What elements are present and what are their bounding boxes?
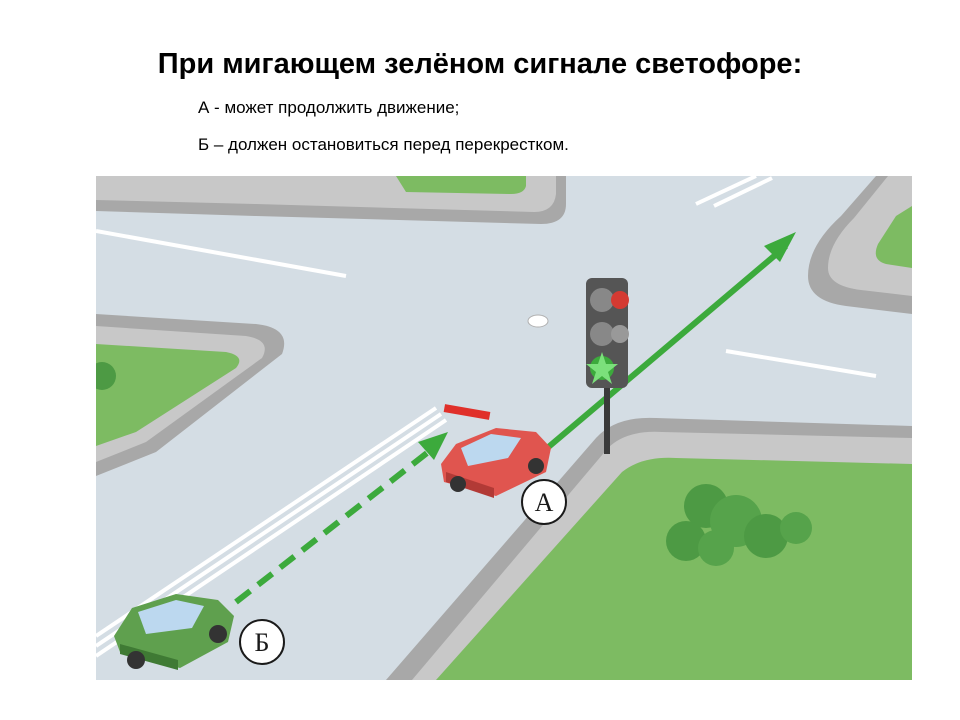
- option-a-text: А - может продолжить движение;: [198, 98, 460, 117]
- stop-line: [443, 404, 491, 420]
- manhole: [527, 314, 549, 328]
- page-title: При мигающем зелёном сигнале светофоре:: [157, 48, 803, 80]
- car-b: [114, 594, 234, 670]
- car-a-label-badge: А: [521, 479, 567, 525]
- direction-arrow-icon: [234, 232, 796, 605]
- car-b-label: Б: [255, 628, 270, 657]
- left-corner: [96, 314, 285, 476]
- bush-icon: [96, 362, 116, 390]
- intersection-illustration: А Б: [96, 176, 912, 680]
- top-right-corner: [808, 176, 912, 314]
- car-a: [441, 428, 551, 498]
- traffic-light-icon: [586, 278, 629, 454]
- car-a-label: А: [535, 488, 554, 517]
- top-left-corner: [96, 176, 566, 224]
- option-b-text: Б – должен остановиться перед перекрестк…: [198, 135, 569, 154]
- car-b-label-badge: Б: [239, 619, 285, 665]
- bush-icon: [666, 484, 812, 566]
